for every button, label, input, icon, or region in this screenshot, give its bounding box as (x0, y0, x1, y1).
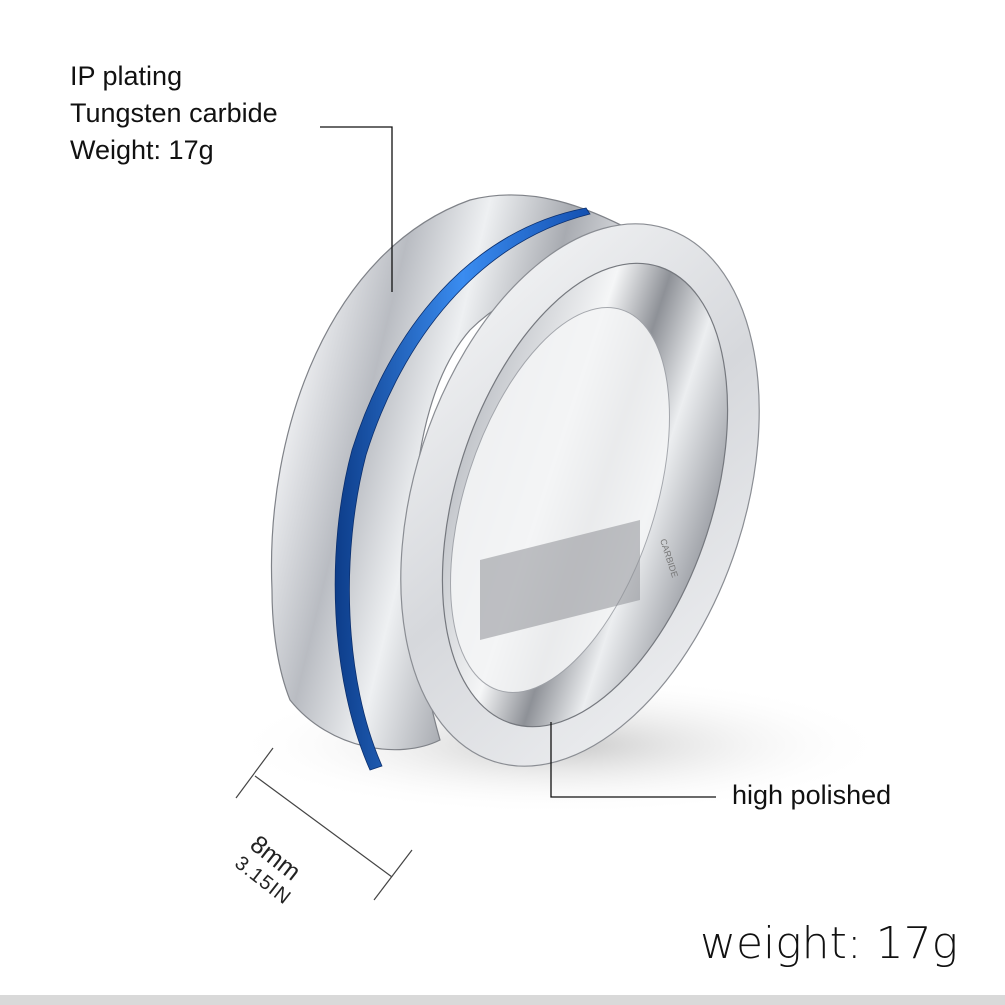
finish-label: high polished (732, 780, 892, 810)
material-label: Tungsten carbide (70, 98, 278, 128)
plating-label: IP plating (70, 61, 183, 91)
dimension-line (254, 775, 393, 878)
bottom-divider (0, 995, 1005, 1005)
weight-label: Weight: 17g (70, 135, 214, 165)
ring-blue-groove (334, 207, 591, 771)
dimension-tick-left (235, 747, 274, 799)
ring-inner-reflection (480, 520, 640, 640)
weight-caption: weight: 17g (700, 918, 959, 969)
finish-callout-line (550, 722, 716, 798)
spec-callout-line (320, 126, 393, 292)
spec-labels: IP plating Tungsten carbide Weight: 17g (70, 58, 278, 169)
dimension-tick-right (373, 849, 413, 901)
